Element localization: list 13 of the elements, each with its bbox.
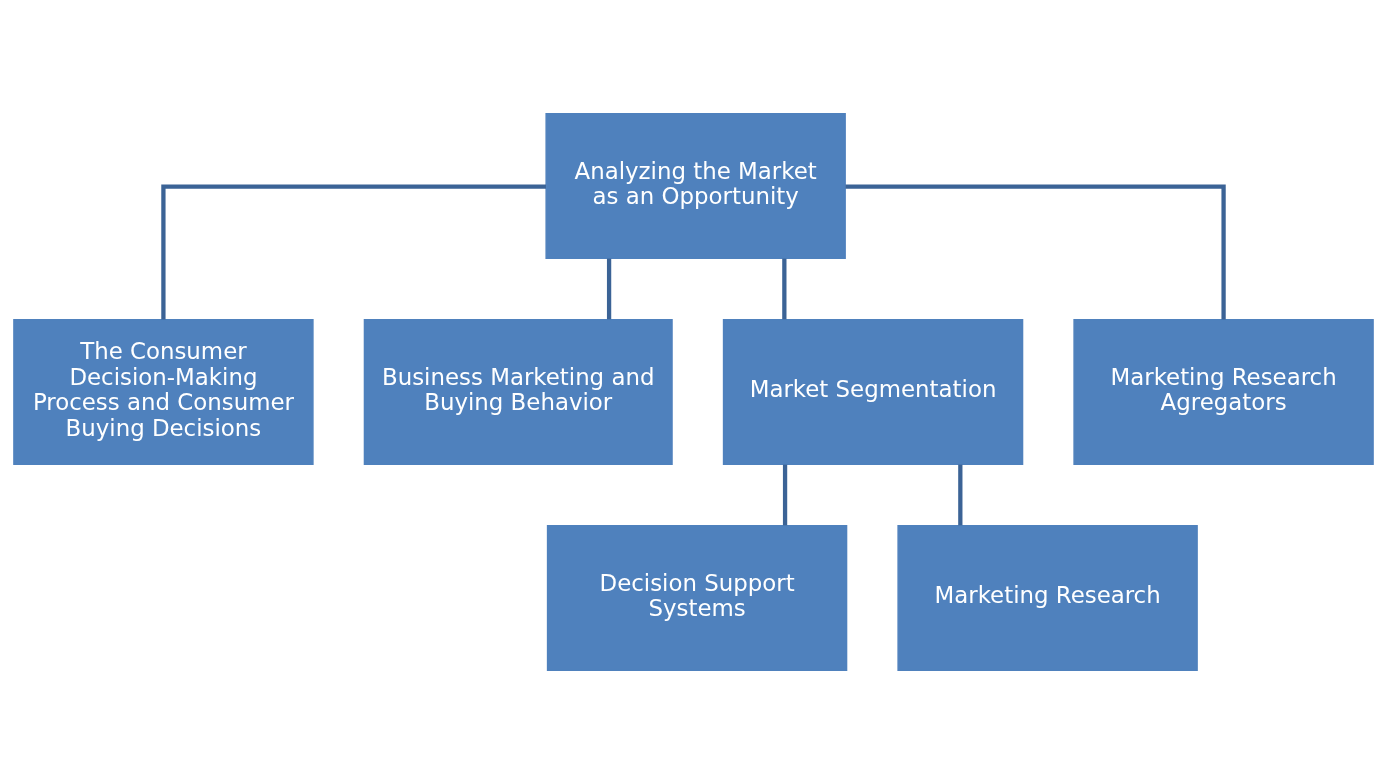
connector (161, 184, 546, 320)
connector (845, 184, 1226, 320)
node-box: Marketing Research (897, 525, 1198, 671)
node-box: The Consumer Decision-Making Process and Consumer Buying Decisions (13, 319, 314, 465)
connector (958, 464, 963, 526)
node-box: Decision Support Systems (546, 525, 848, 671)
node-box: Business Marketing and Buying Behavior (363, 319, 673, 465)
connector (782, 258, 787, 320)
node-box: Analyzing the Market as an Opportunity (545, 113, 846, 259)
node-box: Market Segmentation (722, 319, 1024, 465)
connector (782, 464, 788, 526)
connector (606, 258, 612, 320)
node-box: Marketing Research Agregators (1073, 319, 1374, 465)
